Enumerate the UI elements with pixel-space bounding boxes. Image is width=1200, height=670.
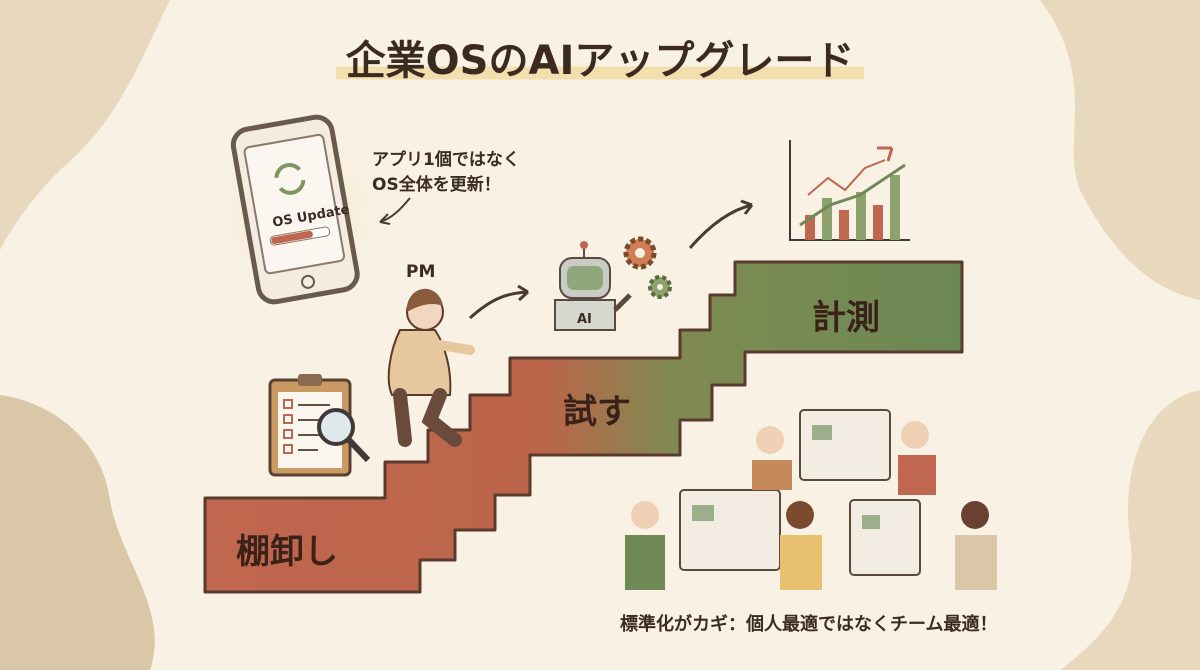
note-line: OS全体を更新！ xyxy=(372,175,501,195)
step-label-try: 試す xyxy=(563,392,631,432)
pm-person-illustration xyxy=(387,288,475,447)
caption: 標準化がカギ：個人最適ではなくチーム最適！ xyxy=(620,614,998,635)
background-blob xyxy=(1060,390,1200,670)
magnifier-icon xyxy=(317,408,371,463)
annotation-note: アプリ1個ではなく OS全体を更新！ xyxy=(372,148,520,198)
clipboard-checklist-icon xyxy=(268,374,352,477)
background-blob xyxy=(1040,0,1200,300)
ai-robot-illustration xyxy=(554,241,632,331)
team-collaboration-illustration xyxy=(625,409,997,590)
person-label: PM xyxy=(406,262,436,282)
arrow-icon xyxy=(688,199,754,249)
background-blob xyxy=(0,395,155,670)
arrow-icon xyxy=(379,197,411,225)
phone-icon xyxy=(230,114,360,305)
page-title: 企業OSのAIアップグレード xyxy=(0,28,1200,86)
growth-chart-icon xyxy=(789,140,910,241)
step-label-inventory: 棚卸し xyxy=(236,532,338,572)
gear-icon xyxy=(623,236,657,270)
note-line: アプリ1個ではなく xyxy=(372,150,520,170)
step-label-measure: 計測 xyxy=(812,298,880,338)
arrow-icon xyxy=(468,284,529,320)
background-blob xyxy=(0,0,170,250)
robot-label: AI xyxy=(577,312,592,327)
gear-icon xyxy=(648,275,672,299)
